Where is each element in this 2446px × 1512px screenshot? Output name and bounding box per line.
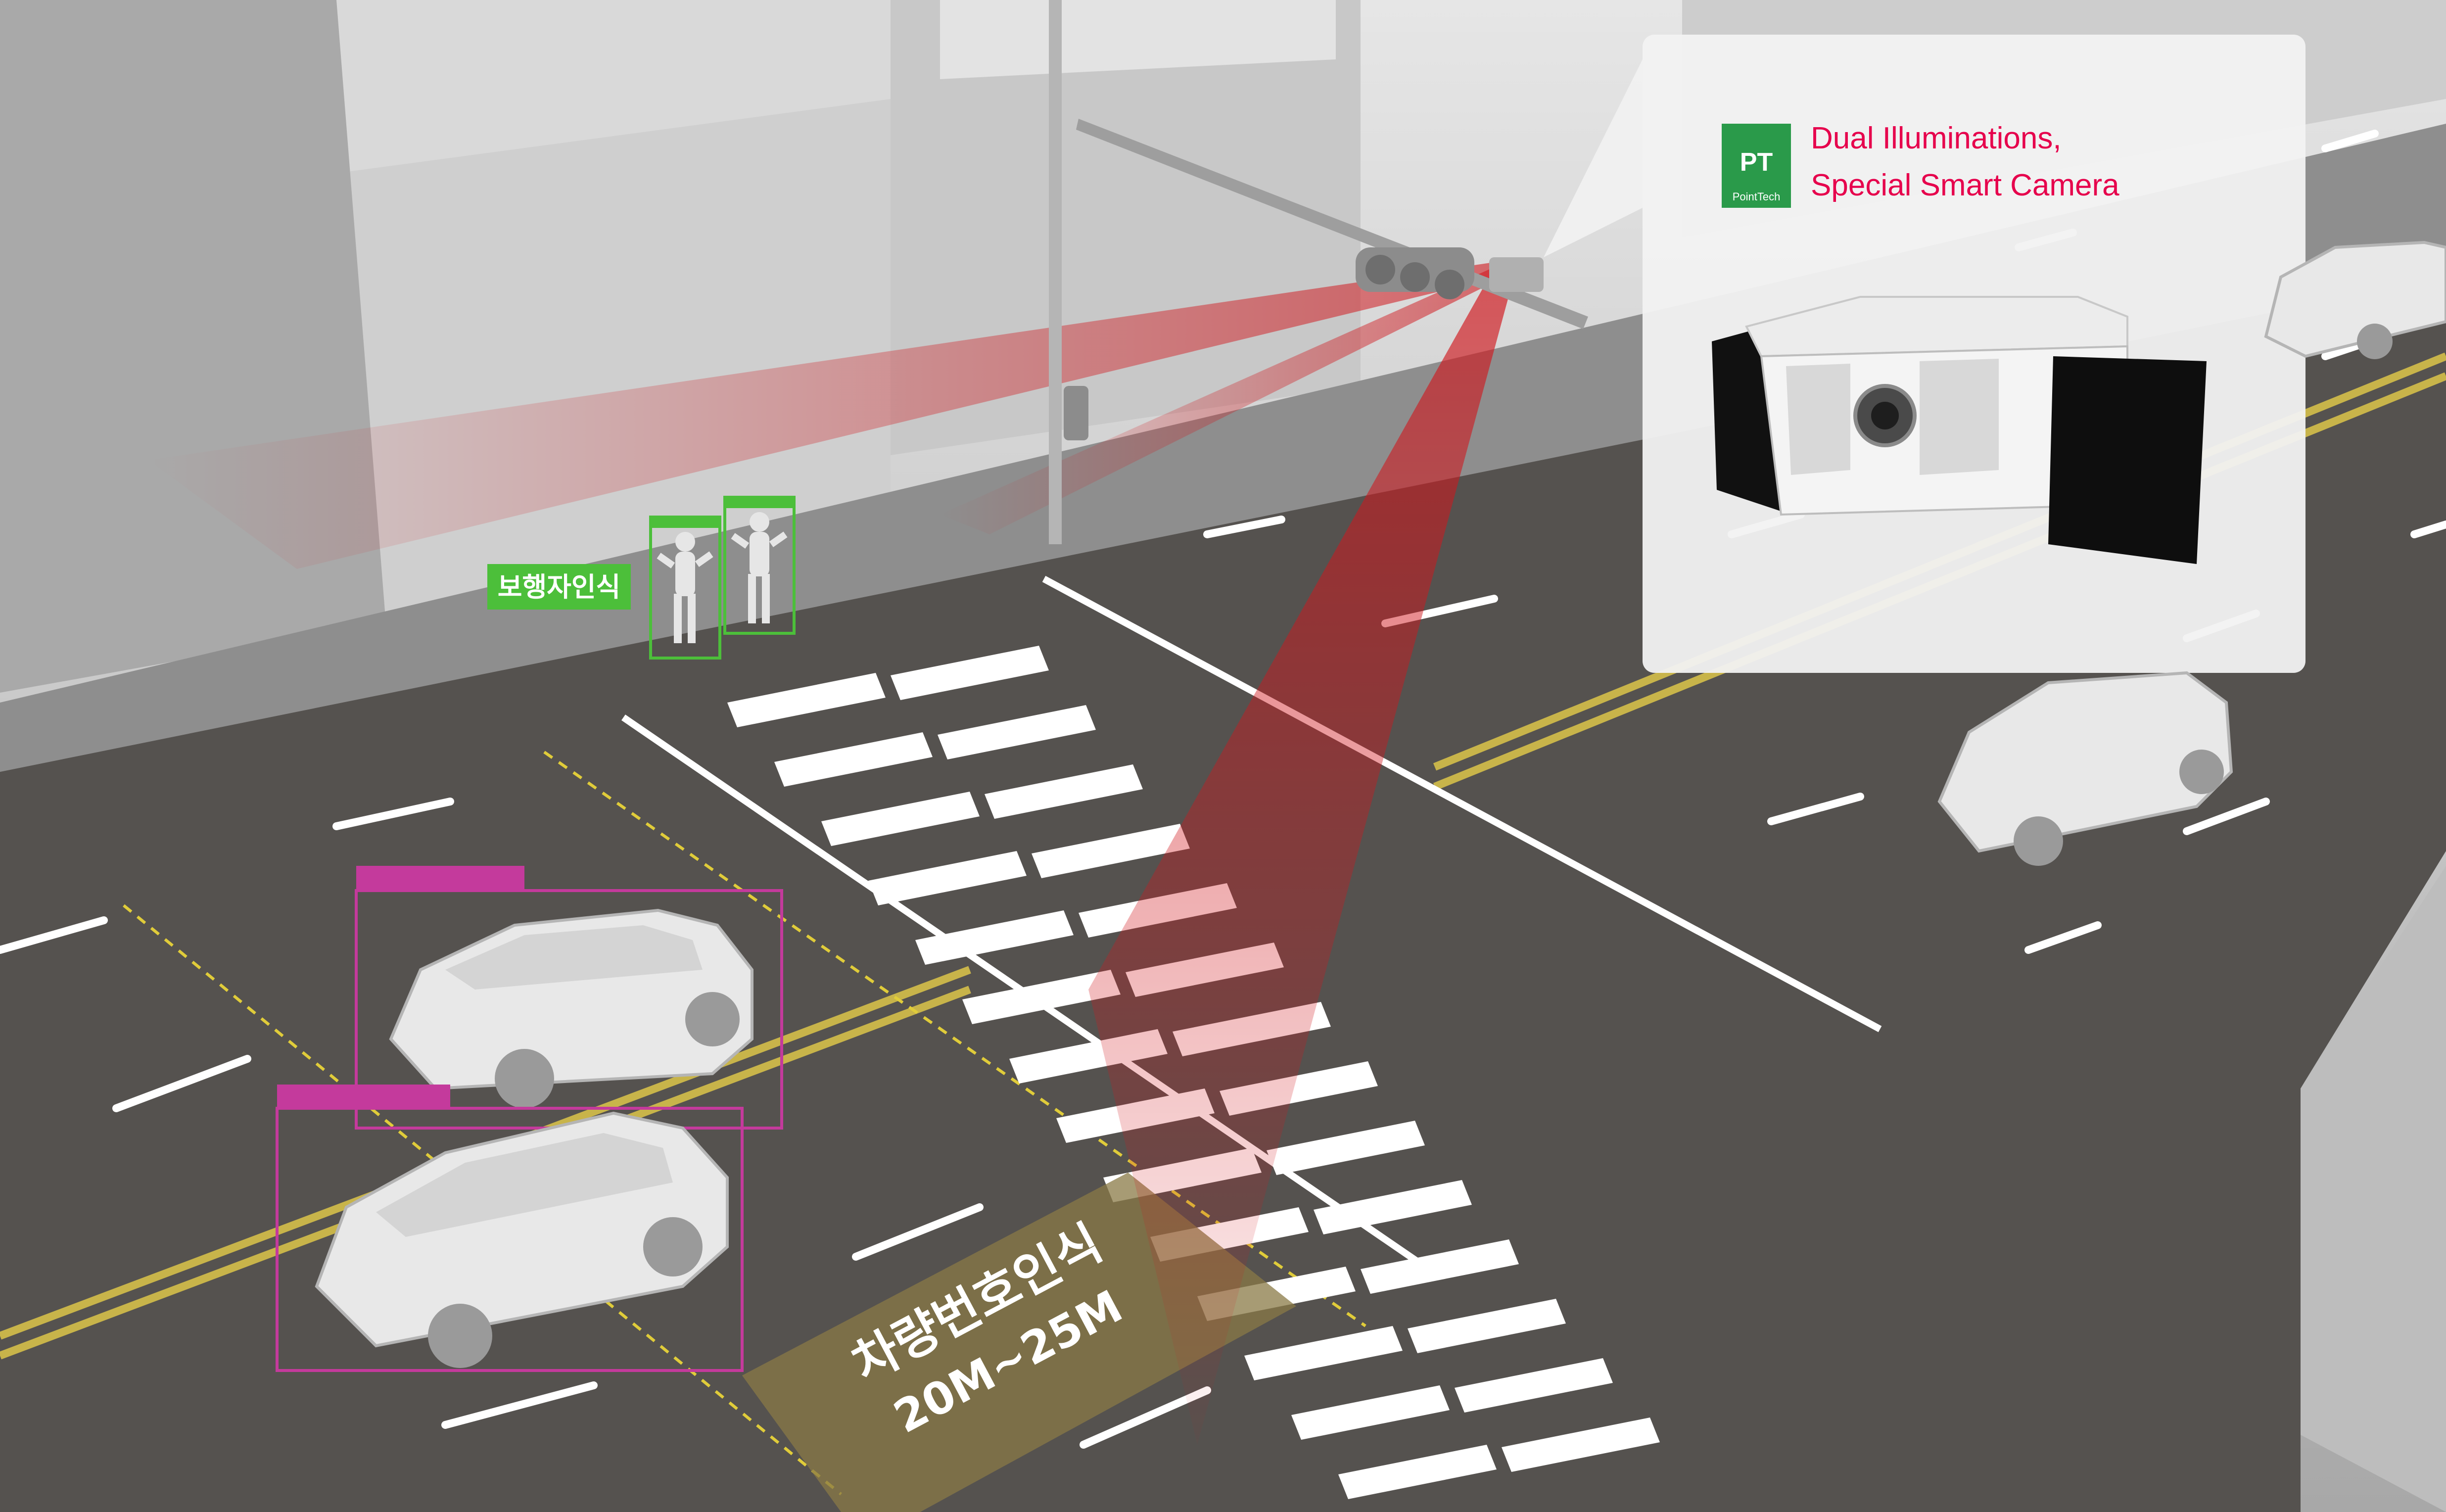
pole-vertical [1049,0,1062,544]
svg-text:PT: PT [1740,148,1773,177]
building-left-side [0,0,386,693]
vehicle-icon [1937,671,2233,866]
callout-title-line1: Dual Illuminations, [1811,121,2062,155]
pedestrian-label-box [487,564,631,610]
camera-side-plate-right [2048,356,2207,564]
pedestrian-2 [723,496,796,635]
crosswalk-stripe [727,673,886,727]
camera-ir-panel-right [1920,359,1999,475]
camera-icon [1712,296,2207,564]
crosswalk-stripe [1408,1299,1566,1353]
laser-beam-mid [940,267,1504,534]
camera-ir-panel-left [1786,364,1850,475]
vehicle-icon [389,908,753,1108]
vehicle-bbox [276,1107,744,1372]
crosswalk-stripe [891,646,1049,700]
vehicle-tag-box [277,1085,450,1108]
brand-logo: PT PointTech [1722,124,1791,208]
vehicle-1 [355,866,783,1130]
crosswalk-stripe [1032,824,1190,878]
vehicle-icon [315,1111,729,1368]
signal-pole [1049,0,1588,544]
pedestrian-detection: 보행자인식 [487,496,796,660]
vehicle-icon [2264,240,2446,359]
pedestrian-1 [649,516,721,660]
building-mid-top [940,0,1336,79]
crosswalk-stripe [915,910,1074,965]
pedestrian-label: 보행자인식 [498,571,620,603]
ped-signal-icon [1064,386,1088,440]
crosswalk-stripe [962,970,1121,1024]
lane-dashes [0,130,2446,1449]
laser-beam-down [1088,277,1514,1445]
vehicle-tag-box [356,866,524,890]
crosswalk-stripe [938,705,1096,759]
crosswalk-stripe [1314,1180,1472,1234]
vehicle-4 [2264,240,2446,359]
crosswalk-stripe [821,792,980,846]
crosswalk [727,646,1660,1499]
pedestrian-icon [657,532,713,643]
vehicle-detection [276,240,2446,1372]
crosswalk-stripe [1291,1385,1450,1440]
traffic-light-icon [1356,247,1474,299]
crosswalk-stripe [1361,1239,1519,1294]
crosswalk-stripe [774,732,933,787]
crosswalk-stripe [868,851,1027,905]
callout-pointer [1544,59,1643,257]
callout-title-line2: Special Smart Camera [1811,168,2119,202]
vehicle-2 [276,1085,744,1372]
building-right-corner [2301,866,2446,1512]
camera-callout: PT PointTech Dual Illuminations, Special… [1643,35,2305,673]
crosswalk-stripe [985,764,1143,819]
crosswalk-stripe [1455,1358,1613,1413]
crosswalk-stripe [1338,1445,1497,1499]
laser-beam-left [148,262,1499,569]
crosswalk-stripe [1267,1121,1425,1175]
vehicle-3 [1937,671,2233,866]
logo-text: PointTech [1733,190,1781,203]
pedestrian-icon [731,512,788,623]
pole-camera-mount [1489,257,1544,292]
laser-beams [148,262,1514,1445]
crosswalk-stripe [1244,1326,1403,1380]
crosswalk-stripe [1502,1418,1660,1472]
